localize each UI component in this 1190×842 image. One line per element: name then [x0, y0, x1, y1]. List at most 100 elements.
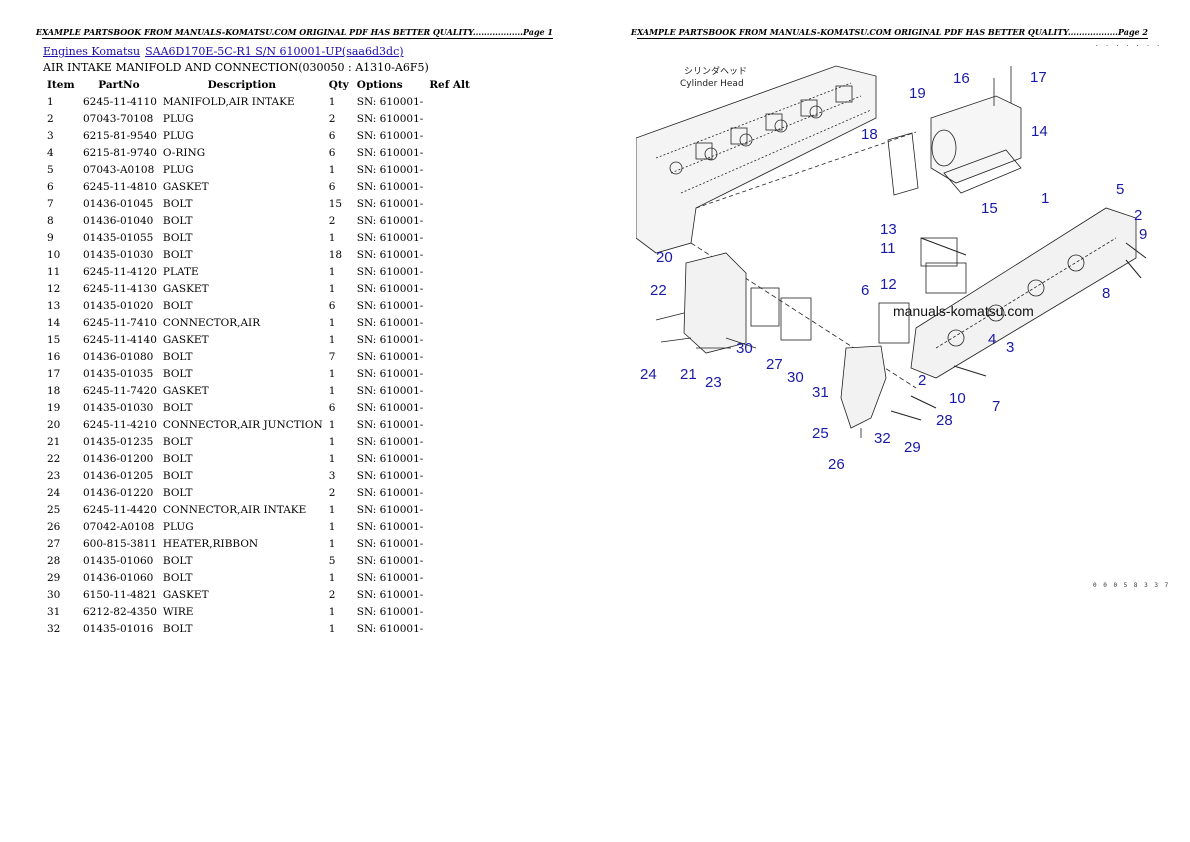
cell-options: SN: 610001-	[356, 180, 424, 193]
callout-2b: 2	[1134, 207, 1142, 224]
callout-30b: 30	[787, 369, 804, 386]
cell-options: SN: 610001-	[356, 469, 424, 482]
callout-17: 17	[1030, 69, 1047, 86]
cell-partno: 6245-11-7420	[83, 384, 157, 397]
cell-options: SN: 610001-	[356, 333, 424, 346]
callout-30: 30	[736, 340, 753, 357]
callout-28: 28	[936, 412, 953, 429]
callout-22: 22	[650, 282, 667, 299]
cell-ref-alt	[425, 382, 474, 399]
cell-item: 4	[47, 146, 54, 159]
cell-options: SN: 610001-	[356, 486, 424, 499]
callout-16: 16	[953, 70, 970, 87]
callout-6: 6	[861, 282, 869, 299]
cell-options: SN: 610001-	[356, 197, 424, 210]
cell-partno: 01435-01030	[83, 248, 154, 261]
cell-qty: 1	[328, 503, 336, 516]
cell-partno: 01436-01220	[83, 486, 154, 499]
cell-options: SN: 610001-	[356, 112, 424, 125]
cell-description: PLUG	[162, 520, 194, 533]
cell-partno: 01435-01030	[83, 401, 154, 414]
cell-description: BOLT	[162, 401, 193, 414]
breadcrumb-link-model[interactable]: SAA6D170E-5C-R1 S/N 610001-UP(saa6d3dc)	[145, 45, 404, 58]
cell-qty: 6	[328, 299, 336, 312]
cell-partno: 01436-01040	[83, 214, 154, 227]
cell-description: GASKET	[162, 333, 209, 346]
cell-options: SN: 610001-	[356, 384, 424, 397]
cell-ref-alt	[425, 110, 474, 127]
cell-ref-alt	[425, 518, 474, 535]
cell-item: 9	[47, 231, 54, 244]
cell-description: CONNECTOR,AIR	[162, 316, 261, 329]
cell-qty: 1	[328, 95, 336, 108]
cell-options: SN: 610001-	[356, 435, 424, 448]
callout-13: 13	[880, 221, 897, 238]
cell-partno: 01436-01205	[83, 469, 154, 482]
cell-qty: 18	[328, 248, 343, 261]
cell-options: SN: 610001-	[356, 146, 424, 159]
page-header: EXAMPLE PARTSBOOK FROM MANUALS-KOMATSU.C…	[35, 27, 553, 37]
cell-options: SN: 610001-	[356, 350, 424, 363]
cell-qty: 1	[328, 418, 336, 431]
callout-10: 10	[949, 390, 966, 407]
callout-19: 19	[909, 85, 926, 102]
cell-qty: 1	[328, 571, 336, 584]
cell-description: BOLT	[162, 469, 193, 482]
bolt-drawings	[890, 237, 1147, 421]
cell-qty: 2	[328, 214, 336, 227]
cell-description: CONNECTOR,AIR INTAKE	[162, 503, 307, 516]
cell-item: 19	[47, 401, 61, 414]
cell-ref-alt	[425, 331, 474, 348]
cell-options: SN: 610001-	[356, 503, 424, 516]
cell-qty: 1	[328, 316, 336, 329]
callout-15: 15	[981, 200, 998, 217]
cell-partno: 6215-81-9740	[83, 146, 157, 159]
cell-qty: 5	[328, 554, 336, 567]
cell-item: 18	[47, 384, 61, 397]
cell-ref-alt	[425, 314, 474, 331]
cell-qty: 1	[328, 163, 336, 176]
cell-item: 6	[47, 180, 54, 193]
callout-9: 9	[1139, 226, 1147, 243]
callout-24: 24	[640, 366, 657, 383]
cell-options: SN: 610001-	[356, 554, 424, 567]
cell-qty: 1	[328, 282, 336, 295]
cell-qty: 2	[328, 486, 336, 499]
cell-item: 30	[47, 588, 61, 601]
cell-options: SN: 610001-	[356, 282, 424, 295]
air-connector-drawing	[887, 66, 1022, 196]
cell-description: O-RING	[162, 146, 206, 159]
cell-options: SN: 610001-	[356, 452, 424, 465]
parts-table: Item PartNo Description Qty Options Ref …	[43, 77, 474, 637]
cell-description: BOLT	[162, 367, 193, 380]
cell-qty: 1	[328, 265, 336, 278]
col-header-item: Item	[47, 79, 75, 91]
cell-partno: 6245-11-4140	[83, 333, 157, 346]
callout-4: 4	[988, 331, 996, 348]
cell-partno: 6212-82-4350	[83, 605, 157, 618]
callout-2: 2	[918, 372, 926, 389]
cell-qty: 1	[328, 435, 336, 448]
diagram-code-bottom: 0 0 0 5 8 3 3 7	[1093, 582, 1170, 589]
cell-item: 10	[47, 248, 61, 261]
cell-ref-alt	[425, 212, 474, 229]
cell-qty: 1	[328, 384, 336, 397]
cell-description: BOLT	[162, 622, 193, 635]
callout-23: 23	[705, 374, 722, 391]
callout-27: 27	[766, 356, 783, 373]
cell-partno: 01436-01080	[83, 350, 154, 363]
breadcrumb-link-engines[interactable]: Engines Komatsu	[43, 45, 141, 58]
cell-partno: 01435-01060	[83, 554, 154, 567]
cell-description: BOLT	[162, 231, 193, 244]
header-rule	[42, 38, 553, 39]
